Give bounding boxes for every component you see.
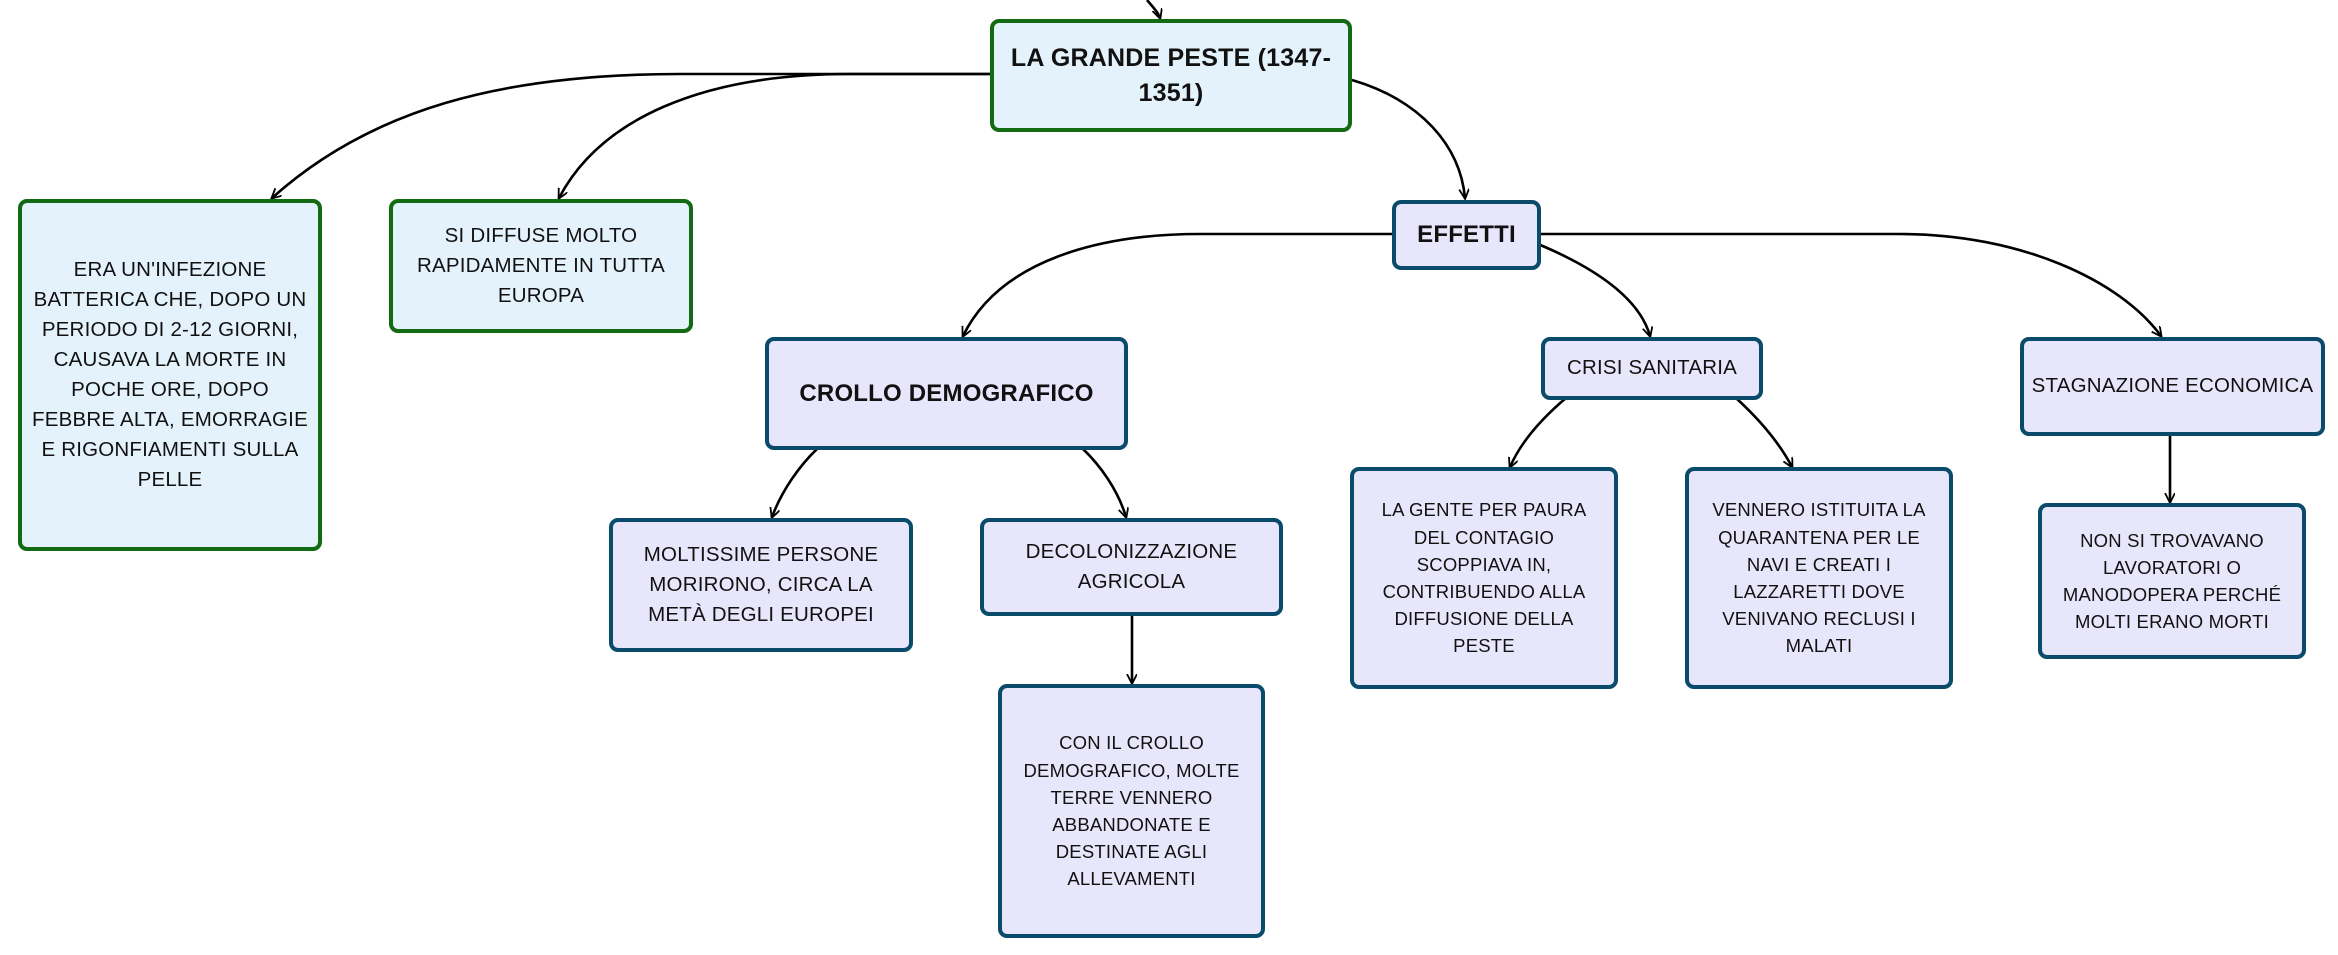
edge-effetti-to-stagnazione <box>1538 232 2161 336</box>
edge-crollo-to-moltissime <box>772 447 819 517</box>
node-infezione-label: ERA UN'INFEZIONE BATTERICA CHE, DOPO UN … <box>32 257 308 492</box>
node-diffusione[interactable]: SI DIFFUSE MOLTO RAPIDAMENTE IN TUTTA EU… <box>389 199 693 333</box>
node-quarantena-label: VENNERO ISTITUITA LA QUARANTENA PER LE N… <box>1712 499 1926 657</box>
node-crisi[interactable]: CRISI SANITARIA <box>1541 337 1763 400</box>
node-quarantena[interactable]: VENNERO ISTITUITA LA QUARANTENA PER LE N… <box>1685 467 1953 689</box>
node-lavoratori-label: NON SI TROVAVANO LAVORATORI O MANODOPERA… <box>2062 529 2282 633</box>
node-moltissime[interactable]: MOLTISSIME PERSONE MORIRONO, CIRCA LA ME… <box>609 518 913 652</box>
node-gente[interactable]: LA GENTE PER PAURA DEL CONTAGIO SCOPPIAV… <box>1350 467 1618 689</box>
node-lavoratori[interactable]: NON SI TROVAVANO LAVORATORI O MANODOPERA… <box>2038 503 2306 659</box>
node-diffusione-label: SI DIFFUSE MOLTO RAPIDAMENTE IN TUTTA EU… <box>416 223 666 308</box>
edge-grande-peste-to-infezione <box>272 72 992 198</box>
edge-crisi-to-gente <box>1510 397 1567 467</box>
edge-grande-peste-to-diffusione <box>559 72 992 198</box>
node-crisi-label: CRISI SANITARIA <box>1566 356 1738 380</box>
edge-crisi-to-quarantena <box>1735 397 1792 467</box>
node-grande-peste-label: LA GRANDE PESTE (1347-1351) <box>1010 44 1332 107</box>
node-gente-label: LA GENTE PER PAURA DEL CONTAGIO SCOPPIAV… <box>1381 499 1587 657</box>
node-terre-label: CON IL CROLLO DEMOGRAFICO, MOLTE TERRE V… <box>1023 732 1240 890</box>
node-effetti-label: EFFETTI <box>1417 221 1516 249</box>
node-decolonizzazione-label: DECOLONIZZAZIONE AGRICOLA <box>1025 539 1238 593</box>
node-stagnazione-label: STAGNAZIONE ECONOMICA <box>2031 374 2314 398</box>
node-crollo[interactable]: CROLLO DEMOGRAFICO <box>765 337 1128 450</box>
node-terre[interactable]: CON IL CROLLO DEMOGRAFICO, MOLTE TERRE V… <box>998 684 1265 938</box>
node-stagnazione[interactable]: STAGNAZIONE ECONOMICA <box>2020 337 2325 436</box>
edge-effetti-to-crollo <box>963 232 1394 336</box>
node-effetti[interactable]: EFFETTI <box>1392 200 1541 270</box>
edge-incoming-to-grande-peste <box>1146 0 1160 18</box>
edge-grande-peste-to-effetti <box>1351 78 1465 198</box>
node-infezione[interactable]: ERA UN'INFEZIONE BATTERICA CHE, DOPO UN … <box>18 199 322 551</box>
node-moltissime-label: MOLTISSIME PERSONE MORIRONO, CIRCA LA ME… <box>643 542 879 627</box>
node-decolonizzazione[interactable]: DECOLONIZZAZIONE AGRICOLA <box>980 518 1283 616</box>
edge-crollo-to-decolonizzazione <box>1081 447 1126 517</box>
edge-effetti-to-crisi <box>1537 242 1650 336</box>
node-grande-peste[interactable]: LA GRANDE PESTE (1347-1351) <box>990 19 1352 132</box>
node-crollo-label: CROLLO DEMOGRAFICO <box>799 379 1094 407</box>
